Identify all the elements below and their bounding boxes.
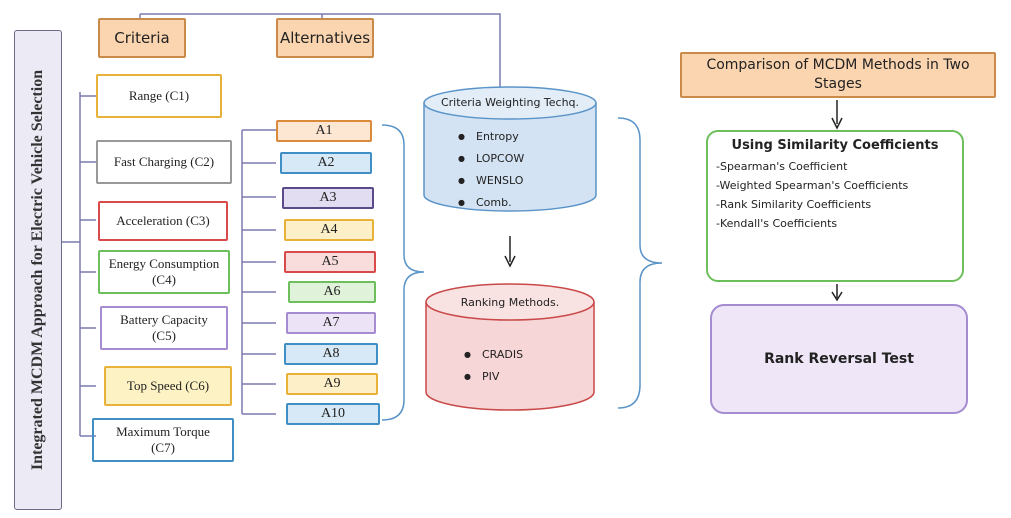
alternative-label: A4 — [320, 222, 338, 237]
ranking-title: Ranking Methods. — [460, 296, 560, 309]
criterion-box: Fast Charging (C2) — [96, 140, 232, 184]
criterion-box: Energy Consumption (C4) — [98, 250, 230, 294]
rank-reversal-title: Rank Reversal Test — [764, 351, 914, 367]
comparison-title-box: Comparison of MCDM Methods in Two Stages — [680, 52, 996, 98]
criteria-header: Criteria — [98, 18, 186, 58]
criterion-label: Acceleration (C3) — [116, 213, 210, 229]
alternative-label: A6 — [323, 284, 341, 299]
criterion-box: Acceleration (C3) — [98, 201, 228, 241]
weighting-item: Comb. — [448, 192, 588, 214]
alternative-label: A1 — [315, 123, 333, 138]
diagram-title: Integrated MCDM Approach for Electric Ve… — [29, 69, 46, 471]
alternative-label: A3 — [319, 190, 337, 205]
criterion-box: Top Speed (C6) — [104, 366, 232, 406]
alternatives-header-label: Alternatives — [279, 29, 371, 47]
criterion-box: Battery Capacity (C5) — [100, 306, 228, 350]
ranking-list: CRADIS PIV — [454, 344, 584, 388]
alternative-label: A9 — [323, 376, 341, 391]
alternative-label: A8 — [322, 346, 340, 361]
similarity-item: -Kendall's Coefficients — [716, 217, 838, 230]
alternative-label: A2 — [317, 155, 335, 170]
alternative-label: A5 — [321, 254, 339, 269]
weighting-item: LOPCOW — [448, 148, 588, 170]
similarity-title: Using Similarity Coefficients — [731, 138, 939, 153]
weighting-list: Entropy LOPCOW WENSLO Comb. — [448, 126, 588, 214]
alternative-box: A6 — [288, 281, 376, 303]
alternative-label: A10 — [320, 406, 346, 421]
diagram-title-panel: Integrated MCDM Approach for Electric Ve… — [14, 30, 62, 510]
alternative-box: A4 — [284, 219, 374, 241]
rank-reversal-box: Rank Reversal Test — [710, 304, 968, 414]
criterion-box: Maximum Torque (C7) — [92, 418, 234, 462]
alternative-box: A8 — [284, 343, 378, 365]
similarity-panel: Using Similarity Coefficients -Spearman'… — [706, 130, 964, 282]
criterion-label: Fast Charging (C2) — [113, 154, 215, 170]
alternative-box: A3 — [282, 187, 374, 209]
alternative-box: A5 — [284, 251, 376, 273]
alternative-box: A10 — [286, 403, 380, 425]
comparison-title: Comparison of MCDM Methods in Two Stages — [706, 57, 970, 92]
ranking-item: CRADIS — [454, 344, 584, 366]
criterion-label: Battery Capacity (C5) — [120, 312, 208, 343]
alternative-label: A7 — [322, 315, 340, 330]
criterion-label: Range (C1) — [128, 88, 190, 104]
criteria-header-label: Criteria — [114, 29, 170, 47]
weighting-title: Criteria Weighting Techq. — [440, 96, 580, 109]
similarity-item: -Spearman's Coefficient — [716, 160, 848, 173]
weighting-item: WENSLO — [448, 170, 588, 192]
similarity-item: -Weighted Spearman's Coefficients — [716, 179, 909, 192]
alternative-box: A2 — [280, 152, 372, 174]
alternative-box: A9 — [286, 373, 378, 395]
criterion-label: Energy Consumption (C4) — [108, 256, 220, 287]
criterion-label: Top Speed (C6) — [126, 378, 210, 394]
criterion-box: Range (C1) — [96, 74, 222, 118]
similarity-item: -Rank Similarity Coefficients — [716, 198, 872, 211]
ranking-item: PIV — [454, 366, 584, 388]
alternative-box: A1 — [276, 120, 372, 142]
criterion-label: Maximum Torque (C7) — [116, 424, 210, 455]
alternatives-header: Alternatives — [276, 18, 374, 58]
weighting-item: Entropy — [448, 126, 588, 148]
alternative-box: A7 — [286, 312, 376, 334]
